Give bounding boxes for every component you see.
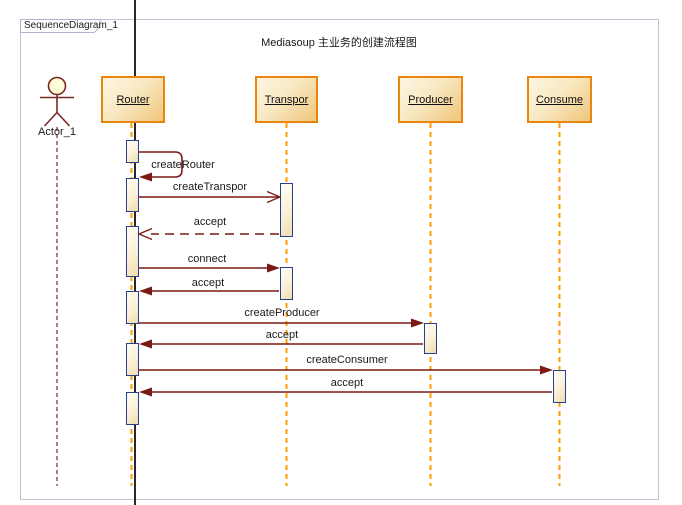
diagram-frame [20,19,659,500]
activation-transpor-1[interactable] [280,183,293,237]
lifeline-head-consume[interactable]: Consume [527,76,592,123]
message-label-connect: connect [187,253,227,265]
message-label-createconsumer: createConsumer [306,354,388,366]
activation-router-6[interactable] [126,392,139,425]
lifeline-head-router[interactable]: Router [101,76,165,123]
message-label-accept-3: accept [265,329,299,341]
lifeline-dashes [130,123,561,486]
message-label-accept-1: accept [193,216,227,228]
lifeline-name-router: Router [116,93,150,106]
message-label-accept-4: accept [330,377,364,389]
message-label-createtranspor: createTranspor [172,181,248,193]
activation-consume-1[interactable] [553,370,566,403]
diagram-title: Mediasoup 主业务的创建流程图 [261,37,417,49]
message-label-accept-2: accept [191,277,225,289]
lifeline-head-transpor[interactable]: Transpor [255,76,318,123]
activation-router-4[interactable] [126,291,139,324]
actor-figure[interactable] [40,76,74,127]
lifeline-name-transpor: Transpor [264,93,309,106]
message-label-createproducer: createProducer [244,307,320,319]
activation-transpor-2[interactable] [280,267,293,300]
message-label-createrouter: createRouter [151,159,215,171]
activation-router-2[interactable] [126,178,139,212]
actor-head [47,76,67,96]
lifeline-name-consume: Consume [535,93,584,106]
activation-router-3[interactable] [126,226,139,277]
lifeline-name-producer: Producer [408,93,453,106]
frame-tab-label: SequenceDiagram_1 [24,20,118,31]
activation-router-5[interactable] [126,343,139,376]
actor-label: Actor_1 [38,126,76,138]
lifeline-head-producer[interactable]: Producer [398,76,463,123]
activation-producer-1[interactable] [424,323,437,354]
frame-tab[interactable] [20,19,101,33]
activation-router-1[interactable] [126,140,139,163]
